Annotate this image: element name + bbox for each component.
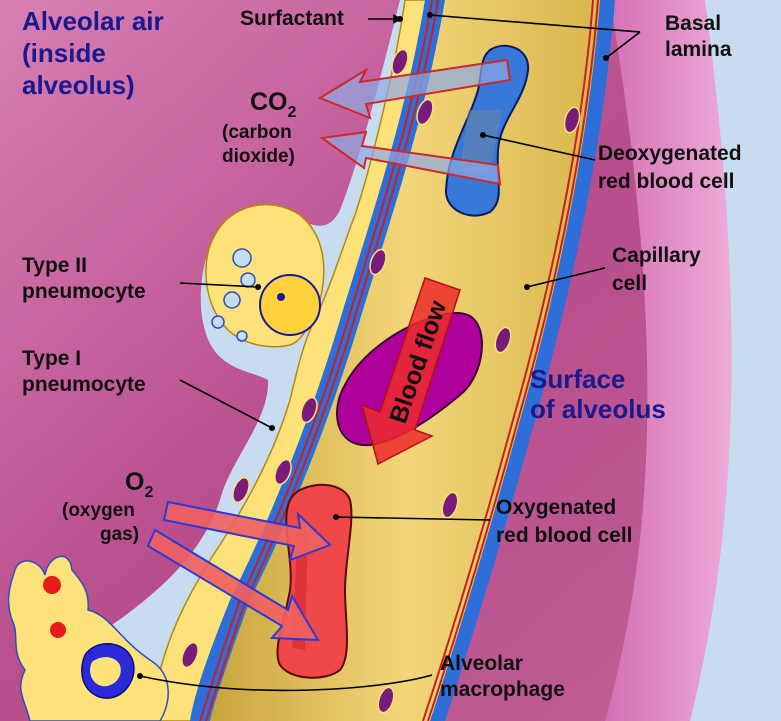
leader-capillary-cell <box>526 267 606 288</box>
type-one-label-line2: pneumocyte <box>22 373 146 396</box>
macrophage-label-line2: macrophage <box>440 678 565 701</box>
alveolar-air-label-line3: alveolus) <box>22 70 135 100</box>
leader-dot <box>427 12 433 18</box>
type-two-nucleolus <box>277 293 285 301</box>
oxygenated-label-line2: red blood cell <box>496 524 633 547</box>
o2-desc-line1: (oxygen <box>62 500 135 521</box>
basal-lamina-right <box>430 0 615 721</box>
capillary-cell-label-line1: Capillary <box>612 244 701 267</box>
leader-dot <box>480 132 486 138</box>
basal-lamina-label-line2: lamina <box>665 38 732 61</box>
rbc-shadow <box>460 110 502 172</box>
co2-label: CO2 <box>250 88 297 121</box>
macrophage-vacuole <box>41 574 63 596</box>
capillary-cell-label-line2: cell <box>612 272 647 295</box>
co2-symbol: CO <box>250 88 288 116</box>
type-two-nucleus <box>259 274 321 336</box>
lamellar-body <box>232 248 252 268</box>
macrophage-label-line1: Alveolar <box>440 652 523 675</box>
leader-dot <box>524 284 530 290</box>
alveolar-air-label-line2: (inside <box>22 38 106 68</box>
cell-nuclei <box>181 48 581 714</box>
capillary-wall-left-inner <box>205 0 439 721</box>
alveolar-air-label-line1: Alveolar air <box>22 6 164 36</box>
type-two-label-line2: pneumocyte <box>22 280 146 303</box>
outer-tissue-region <box>690 0 781 721</box>
o2-label: O2 <box>125 468 153 501</box>
leader-type-two <box>179 282 259 288</box>
leader-dot <box>269 425 275 431</box>
leader-dot <box>137 673 143 679</box>
oxygenated-label-line1: Oxygenated <box>496 496 616 519</box>
type-two-label-line1: Type II <box>22 254 87 277</box>
surface-label-line1: Surface <box>530 364 625 394</box>
leader-type-one <box>179 379 273 429</box>
blood-flow-arrow <box>360 277 461 466</box>
o2-arrows <box>146 500 332 642</box>
o2-symbol: O <box>125 468 144 496</box>
o2-subscript: 2 <box>144 484 153 501</box>
deoxygenated-label-line2: red blood cell <box>598 170 735 193</box>
leader-deoxygenated <box>482 134 596 161</box>
type-one-label-line1: Type I <box>22 347 81 370</box>
surfactant-label: Surfactant <box>240 7 344 30</box>
leader-oxygenated <box>335 516 491 521</box>
leader-dot <box>333 514 339 520</box>
basal-lamina-label-line1: Basal <box>665 12 721 35</box>
co2-subscript: 2 <box>288 104 297 121</box>
capillary-wall-left-outer <box>199 0 433 721</box>
co2-desc-line2: dioxide) <box>222 146 295 167</box>
lamellar-body <box>236 330 248 342</box>
co2-arrows <box>317 58 512 186</box>
leader-basal-lamina-a <box>429 14 641 33</box>
leader-dot <box>397 16 403 22</box>
co2-desc-line1: (carbon <box>222 122 292 143</box>
macrophage-vacuole <box>48 620 68 640</box>
o2-desc-line2: gas) <box>100 524 139 545</box>
lamellar-body <box>223 291 241 309</box>
capillary-wall-right-outer <box>427 0 599 721</box>
lamellar-body <box>211 315 225 329</box>
leader-dot <box>603 55 609 61</box>
leader-basal-lamina-b <box>605 31 641 59</box>
leader-dot <box>255 284 261 290</box>
lamellar-body <box>240 272 256 288</box>
deoxygenated-label-line1: Deoxygenated <box>598 142 742 165</box>
surface-label-line2: of alveolus <box>530 394 666 424</box>
leader-macrophage <box>139 674 433 692</box>
macrophage-nucleus-inner <box>90 657 121 687</box>
